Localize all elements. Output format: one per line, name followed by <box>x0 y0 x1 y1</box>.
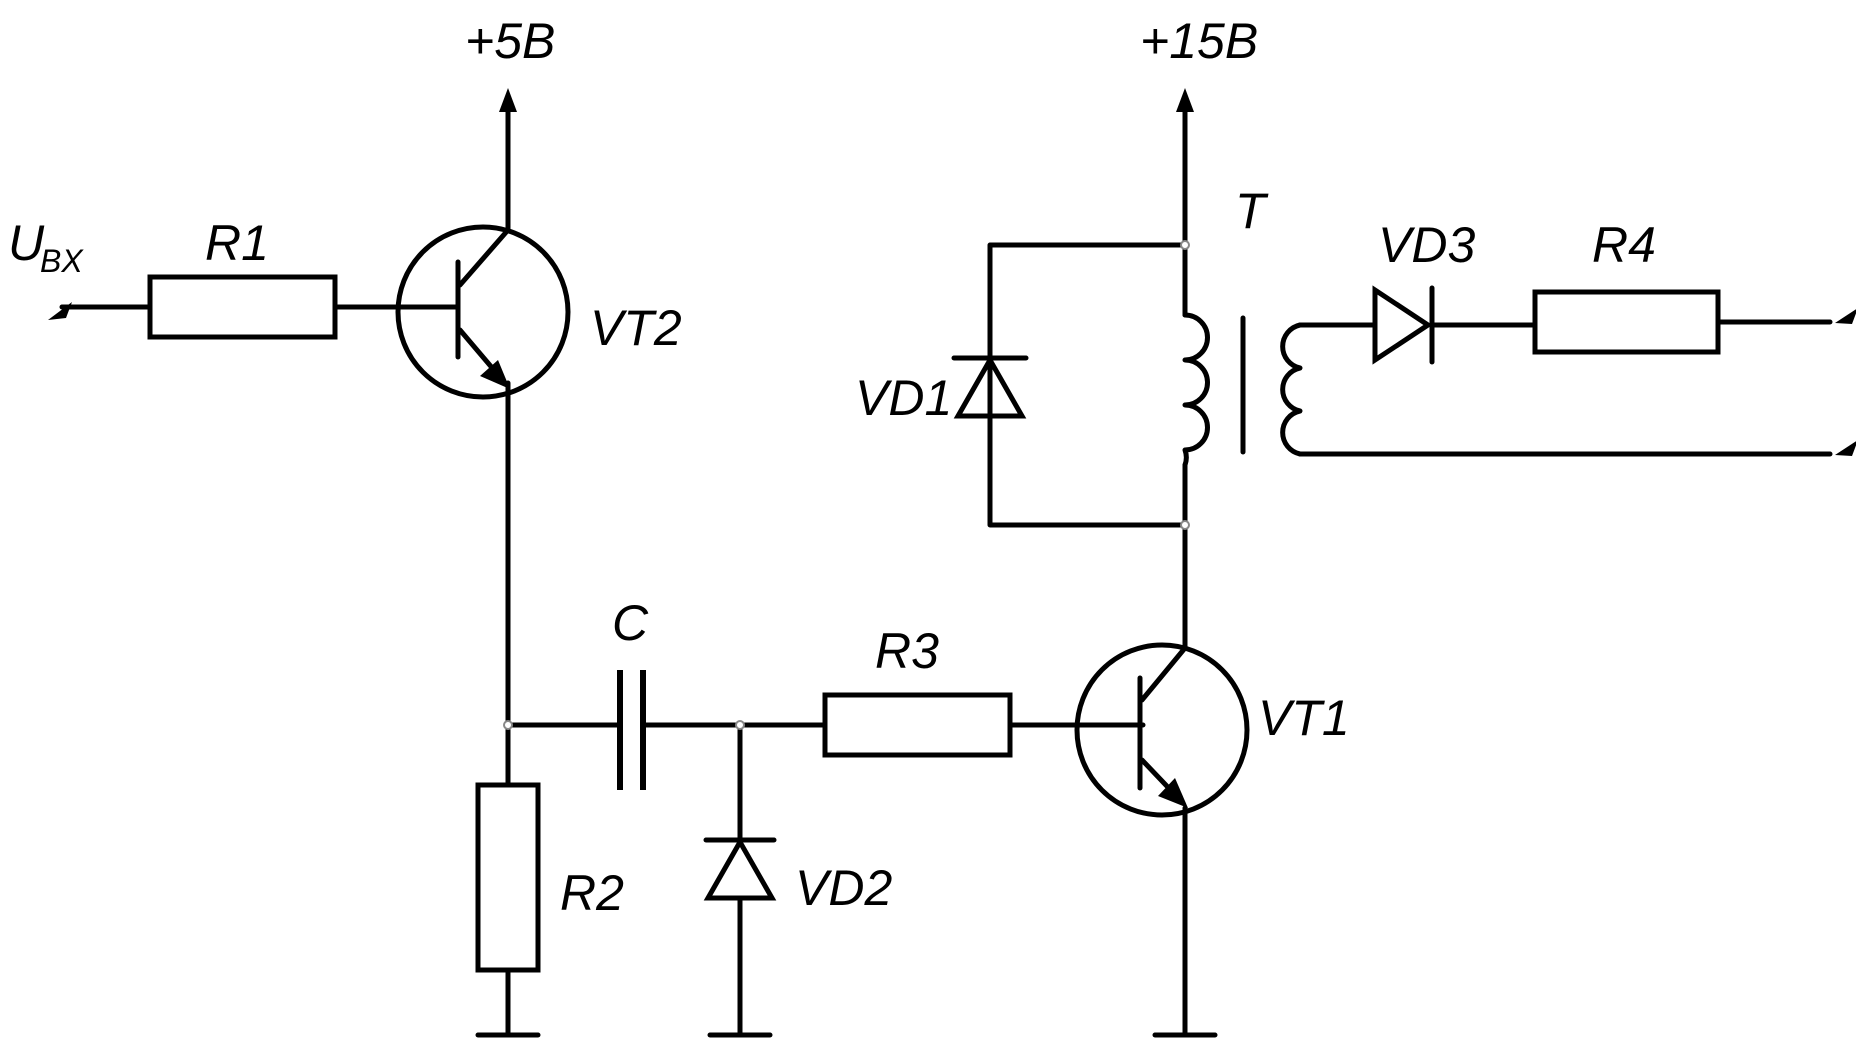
label-r2: R2 <box>560 865 624 921</box>
label-r3: R3 <box>875 623 939 679</box>
label-vd2: VD2 <box>795 860 892 916</box>
junctions <box>503 240 1190 730</box>
label-u: U <box>8 215 45 271</box>
label-c: C <box>612 595 649 651</box>
terminal-arrow-icon <box>499 88 517 112</box>
junction-node <box>1180 520 1190 530</box>
supply-15v: +15В <box>1140 13 1258 318</box>
label-r4: R4 <box>1592 217 1656 273</box>
transistor-vt1: VT1 <box>1074 642 1350 1038</box>
label-vt1: VT1 <box>1258 690 1350 746</box>
resistor-r4: R4 <box>1532 217 1856 355</box>
emitter-arrow-icon <box>1158 778 1188 808</box>
terminal-arrow-icon <box>1835 441 1856 456</box>
transformer-t: T <box>1182 183 1856 651</box>
capacitor-c: C <box>505 595 828 790</box>
input-terminal: U BX <box>8 215 153 320</box>
diode-vd1: VD1 <box>855 242 1188 528</box>
label-vt2: VT2 <box>590 300 682 356</box>
junction-node <box>503 720 513 730</box>
junction-node <box>1180 240 1190 250</box>
label-r1: R1 <box>205 215 269 271</box>
label-vd1: VD1 <box>855 370 952 426</box>
label-vd3: VD3 <box>1378 217 1475 273</box>
resistor-r2: R2 <box>475 722 624 1038</box>
transistor-vt2: VT2 <box>395 224 682 728</box>
diode-vd3: VD3 <box>1342 217 1538 365</box>
emitter-arrow-icon <box>480 360 510 389</box>
diode-vd2: VD2 <box>703 722 892 1038</box>
terminal-arrow-icon <box>1835 309 1856 324</box>
resistor-r3: R3 <box>822 623 1146 758</box>
resistor-r1: R1 <box>147 215 461 340</box>
label-plus-5v: +5В <box>465 13 555 69</box>
label-plus-15v: +15В <box>1140 13 1258 69</box>
supply-5v: +5В <box>465 13 555 233</box>
label-u-subscript: BX <box>40 243 84 279</box>
junction-node <box>735 720 745 730</box>
label-t: T <box>1235 183 1269 239</box>
